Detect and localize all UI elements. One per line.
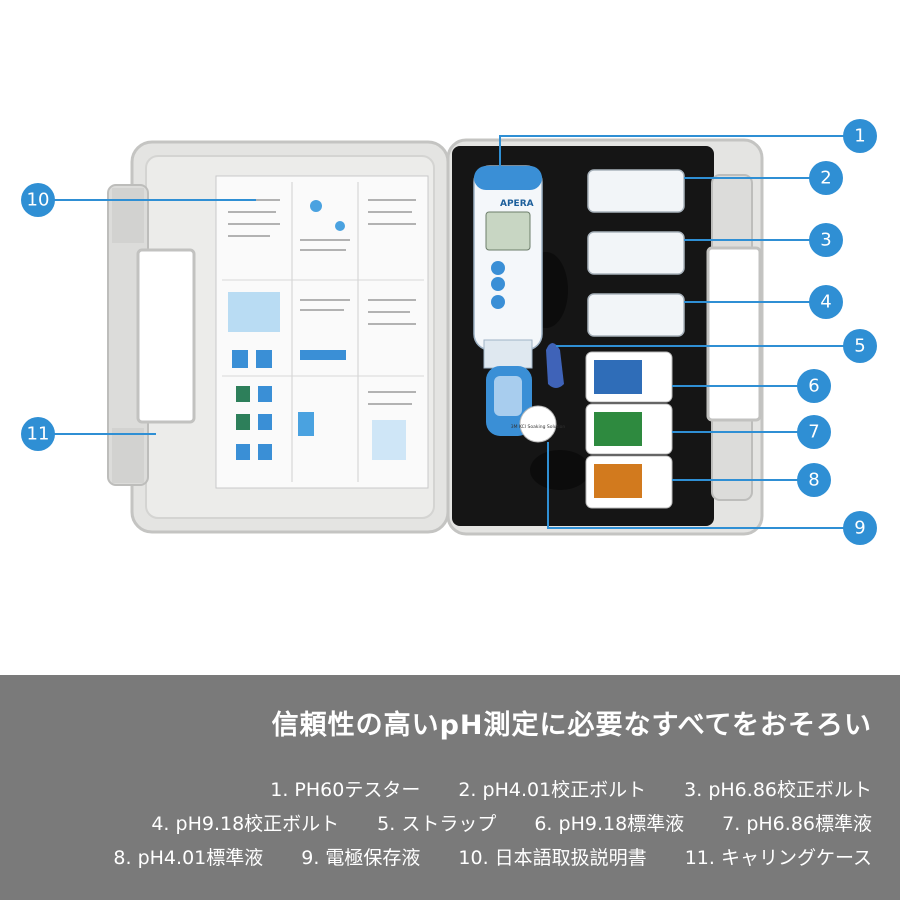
callout-3: 3: [809, 223, 843, 257]
item-label: 11. キャリングケース: [684, 847, 872, 869]
item-label: 9. 電極保存液: [301, 847, 421, 869]
caption-band: 信頼性の高いpH測定に必要なすべてをおそろい 1. PH60テスター 2. pH…: [0, 675, 900, 900]
callout-1: 1: [843, 119, 877, 153]
callout-10-label: 10: [27, 190, 50, 211]
storage-label: 3M KCl Soaking Solution: [511, 424, 566, 430]
product-photo: APERA 3M KCl Soaking Solution: [21, 119, 877, 545]
item-row-1: 1. PH60テスター 2. pH4.01校正ボルト 3. pH6.86校正ボル…: [270, 775, 872, 802]
ph-meter: APERA: [473, 165, 543, 436]
callout-11-label: 11: [27, 424, 50, 445]
callout-9-label: 9: [854, 518, 865, 539]
callout-7-label: 7: [808, 422, 819, 443]
standard-solutions: [585, 351, 673, 509]
storage-solution: 3M KCl Soaking Solution: [511, 405, 566, 443]
callout-11: 11: [21, 417, 55, 451]
headline: 信頼性の高いpH測定に必要なすべてをおそろい: [271, 710, 872, 741]
callout-8-label: 8: [808, 470, 819, 491]
callout-6-label: 6: [808, 376, 819, 397]
callout-2-label: 2: [820, 168, 831, 189]
item-label: 2. pH4.01校正ボルト: [458, 779, 647, 801]
callout-7: 7: [797, 415, 831, 449]
item-label: 5. ストラップ: [377, 813, 497, 835]
callout-8: 8: [797, 463, 831, 497]
callout-4-label: 4: [820, 292, 831, 313]
callout-1-label: 1: [854, 126, 865, 147]
item-label: 8. pH4.01標準液: [113, 847, 264, 869]
callout-2: 2: [809, 161, 843, 195]
callout-5-label: 5: [854, 336, 865, 357]
calibration-bottles: [587, 169, 685, 337]
callout-lines: [38, 135, 860, 529]
strap: [546, 343, 564, 388]
item-label: 7. pH6.86標準液: [722, 813, 872, 835]
item-row-3: 8. pH4.01標準液 9. 電極保存液 10. 日本語取扱説明書 11. キ…: [113, 843, 872, 870]
item-label: 10. 日本語取扱説明書: [458, 847, 647, 869]
callout-4: 4: [809, 285, 843, 319]
callout-9: 9: [843, 511, 877, 545]
callout-5: 5: [843, 329, 877, 363]
callout-6: 6: [797, 369, 831, 403]
item-label: 6. pH9.18標準液: [534, 813, 685, 835]
item-label: 3. pH6.86校正ボルト: [684, 779, 872, 801]
instruction-manual: [215, 175, 429, 489]
callout-10: 10: [21, 183, 55, 217]
meter-brand: APERA: [500, 199, 534, 209]
callout-3-label: 3: [820, 230, 831, 251]
item-row-2: 4. pH9.18校正ボルト 5. ストラップ 6. pH9.18標準液 7. …: [151, 809, 872, 836]
item-label: 1. PH60テスター: [270, 779, 421, 801]
item-label: 4. pH9.18校正ボルト: [151, 813, 340, 835]
